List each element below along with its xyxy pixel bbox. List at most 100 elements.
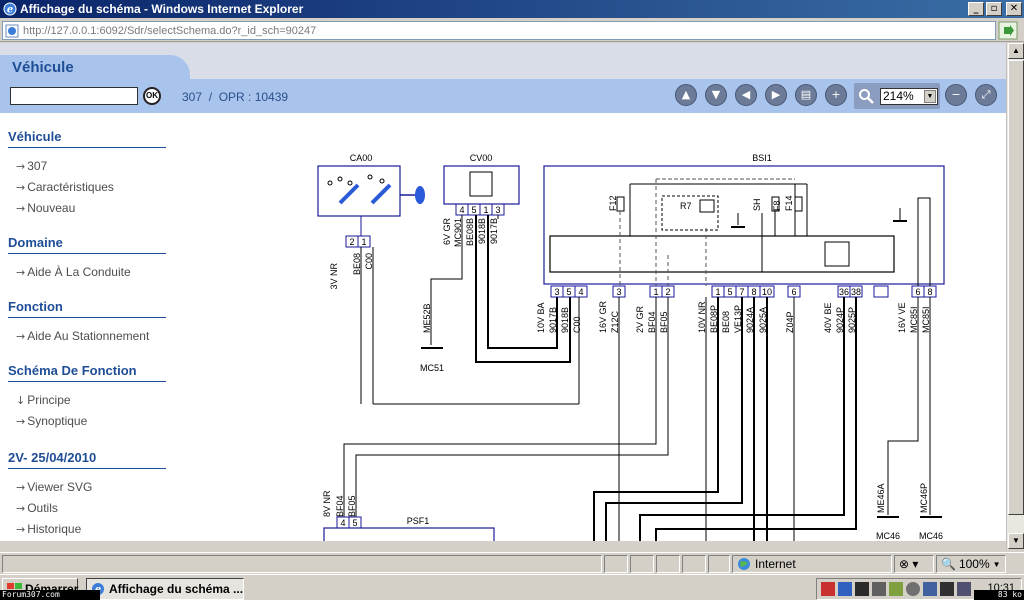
pin-label: 38 xyxy=(851,287,861,297)
wire-label: 9017B xyxy=(548,307,558,333)
sidebar-item-aide-conduite[interactable]: →Aide À La Conduite xyxy=(16,265,131,279)
pin-label: 1 xyxy=(361,237,366,247)
restore-button[interactable]: ▫ xyxy=(986,2,1002,16)
plus-icon[interactable]: + xyxy=(825,84,847,106)
minimize-button[interactable]: _ xyxy=(968,2,984,16)
tray-app-icon[interactable] xyxy=(838,582,852,596)
pin-label: 4 xyxy=(459,205,464,215)
close-button[interactable]: ✕ xyxy=(1006,2,1022,16)
sidebar-item-label: Nouveau xyxy=(27,201,76,215)
sidebar-item-nouveau[interactable]: →Nouveau xyxy=(16,201,75,215)
tray-app-icon[interactable] xyxy=(923,582,937,596)
magnifier-icon[interactable] xyxy=(858,88,874,104)
pin-label: 5 xyxy=(471,205,476,215)
sidebar-item-caracteristiques[interactable]: →Caractéristiques xyxy=(16,180,114,194)
watermark-right: 83 ko xyxy=(974,590,1024,600)
scroll-up-icon[interactable]: ▲ xyxy=(1008,43,1024,59)
component-ca00[interactable] xyxy=(317,165,401,217)
watermark-left: Forum307.com xyxy=(0,590,100,600)
security-zone[interactable]: Internet xyxy=(732,555,892,573)
ignition-switch-icon xyxy=(327,174,425,205)
tray-app-icon[interactable] xyxy=(940,582,954,596)
wiring-diagram[interactable]: CA00 2 1 3V NR BE08 C00 CV00 4 5 xyxy=(0,43,1006,541)
wire-label: 9025P xyxy=(847,307,857,333)
sidebar-item-principe[interactable]: ↓Principe xyxy=(16,393,71,407)
right-arrow-icon[interactable]: ▶ xyxy=(765,84,787,106)
minus-icon[interactable]: − xyxy=(945,84,967,106)
print-icon[interactable]: ▤ xyxy=(795,84,817,106)
sidebar-item-label: 307 xyxy=(27,159,48,173)
section-title-domaine: Domaine xyxy=(8,235,63,250)
globe-icon xyxy=(738,558,750,570)
pin-label: 5 xyxy=(352,518,357,528)
section-divider xyxy=(8,253,166,254)
address-input[interactable]: http://127.0.0.1:6092/Sdr/selectSchema.d… xyxy=(2,21,996,40)
wire-label: Z12C xyxy=(610,310,620,333)
wire-label: 6V GR xyxy=(442,218,452,246)
protected-mode-icon[interactable]: ⊗ ▾ xyxy=(894,555,934,573)
tray-app-icon[interactable] xyxy=(889,582,903,596)
pin-label: 2 xyxy=(665,287,670,297)
component-psf1[interactable] xyxy=(323,527,495,541)
status-cell xyxy=(630,555,654,573)
chevron-down-icon: ▼ xyxy=(992,559,1001,569)
sidebar-item-synoptique[interactable]: →Synoptique xyxy=(16,414,87,428)
sidebar-item-aide-stationnement[interactable]: →Aide Au Stationnement xyxy=(16,329,149,343)
section-divider xyxy=(8,147,166,148)
sidebar-item-label: Aide À La Conduite xyxy=(27,265,131,279)
tray-app-icon[interactable] xyxy=(906,582,920,596)
left-arrow-icon[interactable]: ◀ xyxy=(735,84,757,106)
vehicle-tab-label: Véhicule xyxy=(12,59,74,76)
tray-app-icon[interactable] xyxy=(957,582,971,596)
tray-app-icon[interactable] xyxy=(821,582,835,596)
sidebar-item-label: Principe xyxy=(27,393,71,407)
wire-label: BF04 xyxy=(335,495,345,517)
sidebar-item-viewer-svg[interactable]: →Viewer SVG xyxy=(16,480,92,494)
pin-label: 3 xyxy=(616,287,621,297)
down-arrow-icon[interactable]: ▼ xyxy=(705,84,727,106)
taskbar-window-ie[interactable]: e Affichage du schéma ... xyxy=(86,578,244,600)
pin-label: 1 xyxy=(653,287,658,297)
pin-label: 6 xyxy=(791,287,796,297)
relay-label: R7 xyxy=(680,201,692,211)
connector-pin xyxy=(357,235,371,248)
section-title-fonction: Fonction xyxy=(8,299,63,314)
vehicle-tab[interactable] xyxy=(0,55,190,81)
wire-label: BF05 xyxy=(659,311,669,333)
shunt-label: SH xyxy=(752,198,762,211)
section-title-vehicule: Véhicule xyxy=(8,129,62,144)
wire-label: BE08B xyxy=(465,218,475,246)
pin-label: 6 xyxy=(915,287,920,297)
vertical-scrollbar[interactable]: ▲ ▼ xyxy=(1006,43,1024,549)
search-input[interactable] xyxy=(10,87,138,105)
wire-label: 10V NR xyxy=(697,301,707,333)
arrow-right-icon: → xyxy=(16,181,26,194)
arrow-right-icon: → xyxy=(16,160,26,173)
component-bsi1[interactable] xyxy=(543,165,945,285)
sidebar-item-historique[interactable]: →Historique xyxy=(16,522,81,536)
pin-label: 36 xyxy=(839,287,849,297)
scroll-thumb[interactable] xyxy=(1008,60,1024,515)
ie-icon: e xyxy=(3,2,17,16)
up-arrow-icon[interactable]: ▲ xyxy=(675,84,697,106)
sidebar-item-outils[interactable]: →Outils xyxy=(16,501,58,515)
zoom-select[interactable]: 214% ▼ xyxy=(880,88,938,105)
magnifier-icon: 🔍 xyxy=(941,557,956,571)
ground-label: MC51 xyxy=(420,363,444,373)
tray-icons xyxy=(821,582,971,596)
zoom-level[interactable]: 🔍 100% ▼ xyxy=(936,555,1006,573)
network-icon[interactable] xyxy=(855,582,869,596)
wire-label: MC901 xyxy=(453,218,463,247)
section-title-schema-fonction: Schéma De Fonction xyxy=(8,363,137,378)
wire-label: VE13P xyxy=(733,305,743,333)
sidebar-item-307[interactable]: →307 xyxy=(16,159,47,173)
go-icon[interactable] xyxy=(998,21,1018,40)
speaker-icon[interactable] xyxy=(872,582,886,596)
ok-button[interactable]: OK xyxy=(143,87,161,105)
taskbar-window-label: Affichage du schéma ... xyxy=(109,582,244,596)
wire-label: MC85I xyxy=(921,306,931,333)
page-content: Véhicule OK 307 / OPR : 10439 ▲ ▼ ◀ ▶ ▤ … xyxy=(0,43,1006,541)
fit-screen-icon[interactable]: ⤢ xyxy=(975,84,997,106)
pin-label: 1 xyxy=(483,205,488,215)
scroll-down-icon[interactable]: ▼ xyxy=(1008,533,1024,549)
